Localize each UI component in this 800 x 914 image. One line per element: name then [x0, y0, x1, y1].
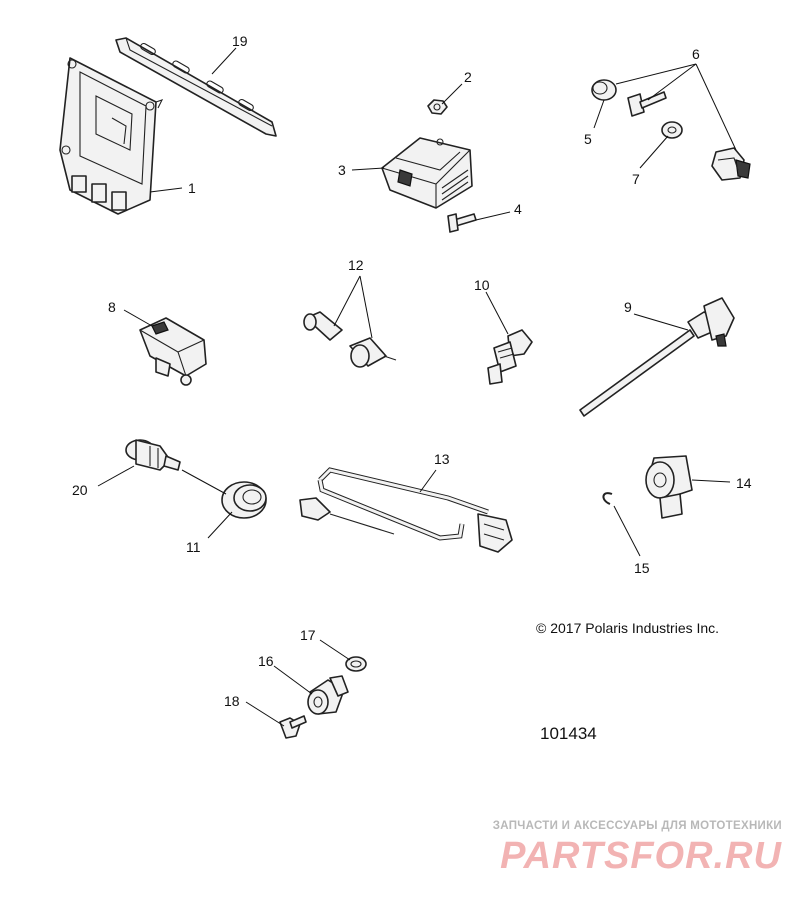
o-ring-part-17: [345, 656, 367, 672]
callout-20: 20: [72, 482, 88, 498]
callout-7: 7: [632, 171, 640, 187]
knock-sensor-part-14: [645, 455, 693, 519]
bolt-part-18: [279, 715, 307, 739]
callout-5: 5: [584, 131, 592, 147]
harness-part-13: [299, 467, 513, 553]
valve-part-20: [125, 439, 181, 471]
callout-3: 3: [338, 162, 346, 178]
callout-4: 4: [514, 201, 522, 217]
callout-numbers: 1 2 3 4 5 6 7 8 9 10 11 12 13 14 15 16 1…: [72, 33, 752, 709]
callout-1: 1: [188, 180, 196, 196]
connector-part-12: [303, 311, 397, 368]
leader-lines: [97, 47, 737, 727]
watermark-logo: PARTSFOR.RU: [500, 835, 782, 877]
cap-part-5: [591, 79, 617, 101]
elbow-sensor-part-16: [307, 675, 349, 715]
callout-11: 11: [186, 539, 201, 555]
callout-13: 13: [434, 451, 450, 467]
callout-16: 16: [258, 653, 274, 669]
callout-18: 18: [224, 693, 240, 709]
module-part-3: [381, 137, 473, 209]
drawing-number: 101434: [540, 724, 597, 743]
callout-10: 10: [474, 277, 490, 293]
callout-12: 12: [348, 257, 364, 273]
callout-15: 15: [634, 560, 650, 576]
grommet-part-11: [221, 481, 267, 519]
callout-17: 17: [300, 627, 316, 643]
callout-8: 8: [108, 299, 116, 315]
callout-19: 19: [232, 33, 248, 49]
callout-9: 9: [624, 299, 632, 315]
callout-14: 14: [736, 475, 752, 491]
probe-sensor-part-9: [579, 297, 735, 417]
clip-part-15: [602, 492, 613, 505]
temp-sensor-part-10: [487, 329, 533, 385]
callout-2: 2: [464, 69, 472, 85]
callout-6: 6: [692, 46, 700, 62]
washer-part-7: [661, 121, 683, 139]
map-sensor-part-8: [139, 317, 207, 386]
bracket-part-19: [115, 37, 277, 137]
screw-part-4: [447, 213, 477, 233]
sensor-part-6: [627, 91, 751, 181]
ecu-part-1: [59, 57, 164, 215]
copyright-notice: © 2017 Polaris Industries Inc.: [536, 620, 720, 636]
watermark-tagline: ЗАПЧАСТИ И АКСЕССУАРЫ ДЛЯ МОТОТЕХНИКИ: [492, 820, 782, 832]
